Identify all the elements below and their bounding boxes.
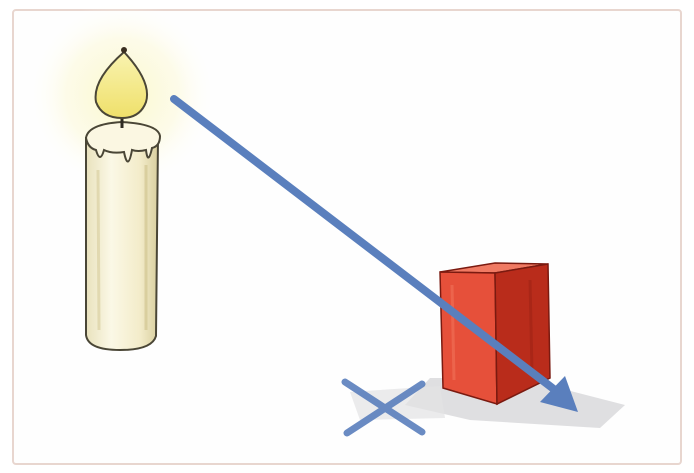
red-block-icon [440, 263, 550, 404]
arrow-icon [174, 99, 578, 412]
